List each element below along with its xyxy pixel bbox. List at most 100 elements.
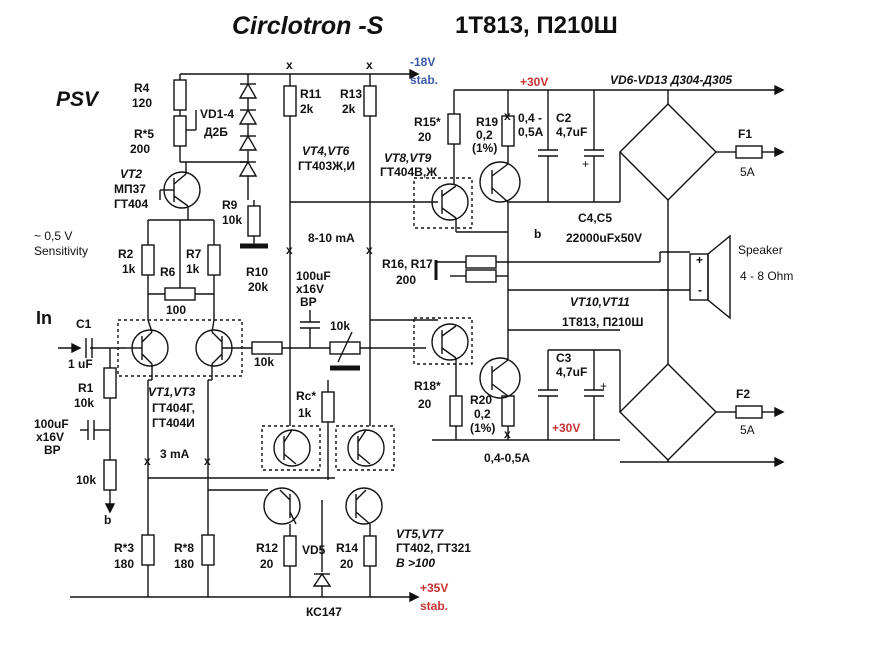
junction-x: x: [504, 109, 511, 123]
vt2-value: МП37: [114, 182, 146, 196]
r6-value: 100: [166, 303, 187, 317]
junction-x: x: [366, 58, 373, 72]
r2-resistor: [141, 220, 155, 320]
input-b-label: b: [104, 513, 112, 527]
c1-name: C1: [76, 317, 92, 331]
r12-resistor: [283, 524, 297, 597]
r20-resistor: [501, 395, 515, 440]
r15-resistor: [447, 90, 461, 184]
pos30-top-label: +30V: [520, 75, 549, 89]
junction-x: x: [204, 454, 211, 468]
bridge-bottom: [619, 290, 775, 463]
r14-value: 20: [340, 557, 354, 571]
vt5-vt7-name: VT5,VT7: [396, 527, 444, 541]
r11-resistor: [283, 74, 297, 426]
r7-name: R7: [186, 247, 202, 261]
vt10-vt11-name: VT10,VT11: [570, 295, 630, 309]
vt2-value2: ГТ404: [114, 197, 149, 211]
r20-value: 0,2: [474, 407, 491, 421]
c3-value: 4,7uF: [556, 365, 588, 379]
vt1-vt3-name: VT1,VT3: [148, 385, 196, 399]
r-mid2-resistor: [329, 331, 426, 363]
vd5-zener: [312, 500, 332, 597]
vt2-transistor: [160, 162, 201, 220]
vt5-vt7-value: ГТ402, ГТ321: [396, 541, 471, 555]
r14-resistor: [363, 524, 377, 597]
speaker-plus: +: [696, 253, 704, 267]
speaker-minus: -: [698, 283, 702, 297]
junction-x: x: [286, 58, 293, 72]
r17-resistor: [450, 269, 508, 283]
c5-plus: +: [600, 379, 608, 393]
vt4-vt6-value: ГТ403Ж,И: [298, 159, 355, 173]
vt11-transistor: [479, 357, 521, 399]
vt6-box: [335, 425, 395, 471]
r14-name: R14: [336, 541, 359, 555]
c2-name: C2: [556, 111, 572, 125]
speaker-name: Speaker: [738, 243, 783, 257]
r20-name: R20: [470, 393, 493, 407]
junction-x: x: [144, 454, 151, 468]
r-mid1-resistor: [251, 341, 330, 355]
r9-name: R9: [222, 198, 238, 212]
vt1-vt3-value2: ГТ404И: [152, 416, 195, 430]
i-top-value2: 0,5A: [518, 125, 544, 139]
vt4-vt6-name: VT4,VT6: [302, 144, 350, 158]
r16-r17-value: 200: [396, 273, 417, 287]
current-3ma: 3 mA: [160, 447, 190, 461]
r12-value: 20: [260, 557, 274, 571]
cbp2-value2: x16V: [296, 282, 325, 296]
r5-trimmer: [173, 110, 197, 162]
sensitivity-label: Sensitivity: [34, 244, 89, 258]
sensitivity-value: ~ 0,5 V: [34, 229, 73, 243]
r2-name: R2: [118, 247, 134, 261]
bridge-name: VD6-VD13 Д304-Д305: [610, 73, 733, 87]
input-line: [58, 342, 126, 354]
f1-fuse: [730, 145, 785, 159]
r6-name: R6: [160, 265, 176, 279]
vd5-name: VD5: [302, 543, 326, 557]
c3-name: C3: [556, 351, 572, 365]
r4-value: 120: [132, 96, 153, 110]
r1-resistor: [103, 348, 117, 460]
r7-resistor: [207, 220, 221, 320]
r3-resistor: [141, 534, 155, 597]
i-top-value: 0,4 -: [518, 111, 543, 125]
r19-name: R19: [476, 115, 499, 129]
r4-resistor: [173, 74, 187, 116]
r18-value: 20: [418, 397, 432, 411]
vt5-vt7-value2: В >100: [396, 556, 436, 570]
speaker-value: 4 - 8 Ohm: [740, 269, 794, 283]
cbp2-capacitor: [300, 310, 320, 348]
pos35-rail: [70, 591, 420, 603]
vt5-transistor: [263, 487, 301, 525]
c4-plus: +: [582, 157, 590, 171]
r-mid1-value: 10k: [254, 355, 275, 369]
r5-name: R*5: [134, 127, 155, 141]
title-main: Circlotron -S: [232, 12, 384, 40]
vt3-transistor: [195, 329, 252, 380]
r-input-10k-value: 10k: [76, 473, 97, 487]
r5-value: 200: [130, 142, 151, 156]
vd5-value: КС147: [306, 605, 342, 619]
f1-name: F1: [738, 127, 753, 141]
r6-pot: [148, 220, 214, 301]
r-mid2-value: 10k: [330, 319, 351, 333]
f2-value: 5A: [740, 423, 755, 437]
cbp1-value3: BP: [44, 443, 61, 457]
junction-x: x: [504, 427, 511, 441]
f2-name: F2: [736, 387, 751, 401]
vt10-vt11-value: 1T813, П210Ш: [562, 315, 644, 329]
r15-name: R15*: [414, 115, 441, 129]
psv-label: PSV: [56, 88, 99, 111]
rc-resistor: [321, 380, 335, 480]
c4-c5-name: C4,C5: [578, 211, 613, 225]
rc-value: 1k: [298, 406, 312, 420]
r3-name: R*3: [114, 541, 135, 555]
vt10-transistor: [431, 323, 469, 361]
c4-c5-value: 22000uFx50V: [566, 231, 643, 245]
vt8-transistor: [431, 183, 469, 221]
r15-value: 20: [418, 130, 432, 144]
neg18-label: -18V: [410, 55, 436, 69]
